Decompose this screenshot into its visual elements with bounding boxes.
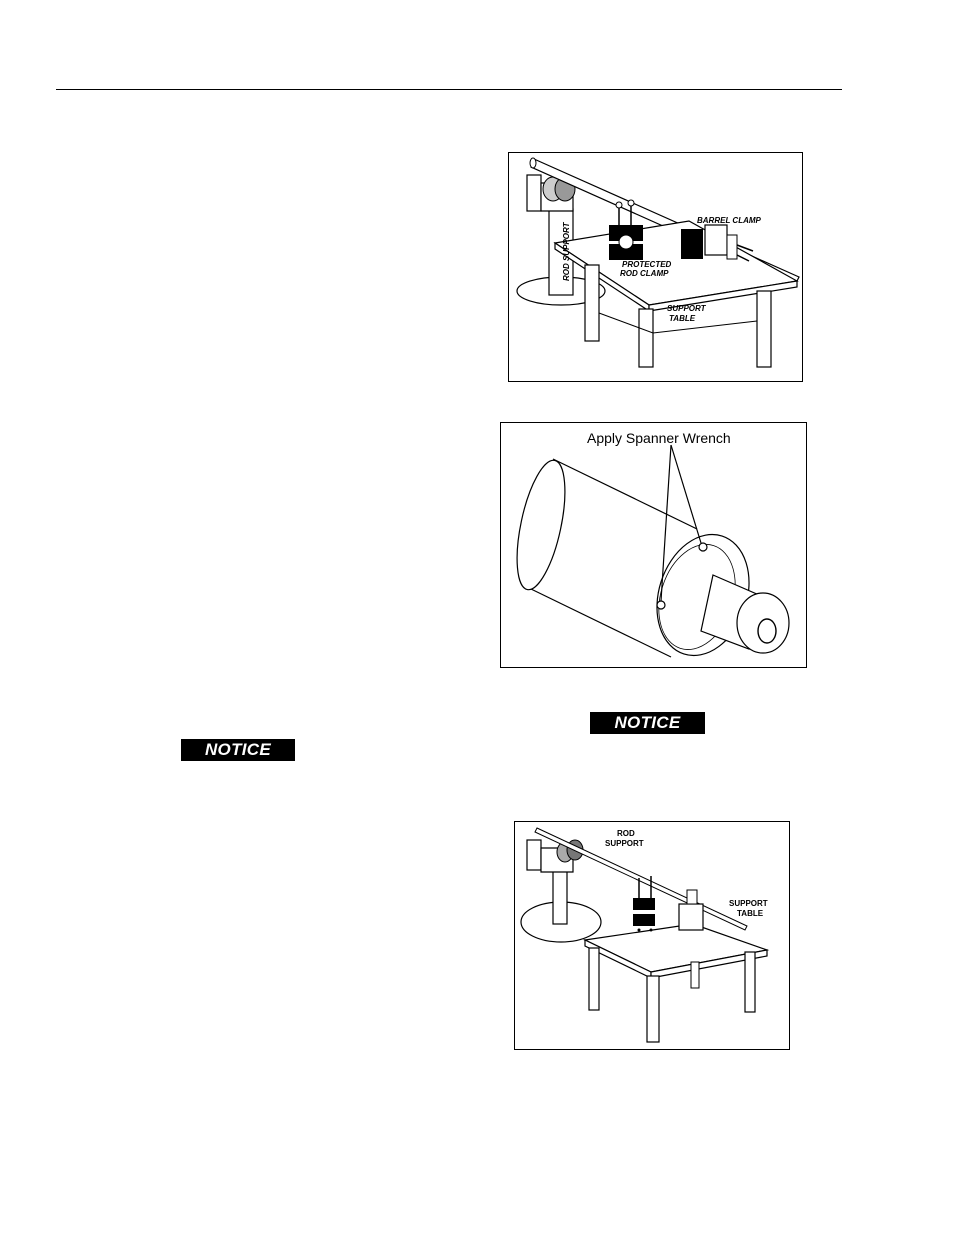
header-rule xyxy=(56,89,842,90)
spanner-wrench-illustration: Apply Spanner Wrench xyxy=(501,423,806,667)
notice-badge-right: NOTICE xyxy=(590,712,705,734)
rod-support-label: ROD SUPPORT xyxy=(562,221,571,281)
rod-support-illustration: ROD SUPPORT SUPPORT TABLE xyxy=(515,822,789,1049)
rod-support-label-line1: ROD xyxy=(617,829,635,838)
figure-spanner-wrench: Apply Spanner Wrench xyxy=(500,422,807,668)
notice-badge-left: NOTICE xyxy=(181,739,295,761)
rod-support-label-line2: SUPPORT xyxy=(605,839,644,848)
support-table-label-line1: SUPPORT xyxy=(729,899,768,908)
apply-spanner-wrench-caption: Apply Spanner Wrench xyxy=(587,430,731,446)
protected-rod-clamp-label-line2: ROD CLAMP xyxy=(620,269,669,278)
support-table-label-line1: SUPPORT xyxy=(667,304,707,313)
figure-rod-support-setup: ROD SUPPORT SUPPORT TABLE xyxy=(514,821,790,1050)
protected-rod-clamp-label-line1: PROTECTED xyxy=(622,260,672,269)
support-table-label-line2: TABLE xyxy=(669,314,696,323)
barrel-clamp-label: BARREL CLAMP xyxy=(697,216,762,225)
figure-protected-rod-clamp: ROD SUPPORT BARREL CLAMP PROTECTED ROD C… xyxy=(508,152,803,382)
support-table-label-line2: TABLE xyxy=(737,909,764,918)
rod-clamp-illustration: ROD SUPPORT BARREL CLAMP PROTECTED ROD C… xyxy=(509,153,802,381)
